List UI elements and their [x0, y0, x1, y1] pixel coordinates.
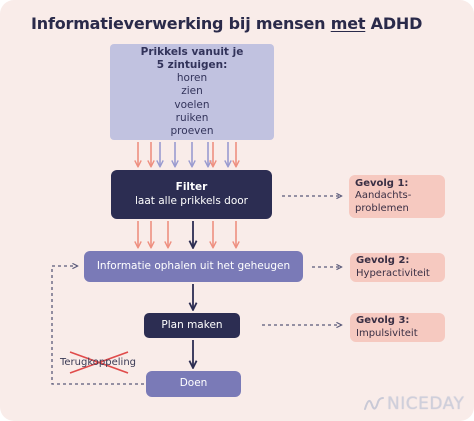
filter-box: Filter laat alle prikkels door [111, 170, 272, 219]
gevolg-3-line-1: Impulsiviteit [356, 327, 418, 339]
gevolg-1-heading: Gevolg 1: [355, 177, 409, 189]
gevolg-1-line-1: Aandachts- [355, 190, 412, 202]
stimuli-box: Prikkels vanuit je 5 zintuigen: horen zi… [110, 44, 274, 140]
stimuli-to-filter-arrows [138, 142, 236, 166]
gevolg-1-box: Gevolg 1: Aandachts- problemen [349, 175, 445, 218]
niceday-wave-icon [364, 397, 384, 410]
niceday-logo-text: NICEDAY [387, 394, 465, 414]
sense-item: horen [176, 72, 208, 85]
sense-item: zien [181, 85, 203, 98]
diagram-title: Informatieverwerking bij mensen met ADHD [31, 14, 422, 33]
title-underlined-word: met [330, 14, 366, 33]
doen-label: Doen [179, 377, 208, 390]
doen-box: Doen [146, 371, 241, 397]
memory-box: Informatie ophalen uit het geheugen [84, 251, 303, 282]
sense-item: ruiken [175, 111, 209, 124]
gevolg-3-box: Gevolg 3: Impulsiviteit [350, 313, 445, 342]
title-part-1: Informatieverwerking bij mensen [31, 14, 331, 33]
memory-label: Informatie ophalen uit het geheugen [96, 259, 291, 272]
filter-heading: Filter [175, 181, 208, 194]
gevolg-2-box: Gevolg 2: Hyperactiviteit [350, 253, 445, 282]
plan-box: Plan maken [144, 313, 240, 338]
gevolg-2-line-1: Hyperactiviteit [356, 267, 430, 279]
plan-label: Plan maken [161, 318, 223, 331]
filter-to-memory-arrows [138, 221, 236, 247]
filter-subtitle: laat alle prikkels door [134, 194, 248, 207]
niceday-logo: NICEDAY [364, 394, 464, 414]
gevolg-1-line-2: problemen [355, 202, 409, 214]
title-part-2: ADHD [365, 14, 423, 33]
sense-item: voelen [174, 98, 210, 111]
stimuli-heading-2: 5 zintuigen: [156, 59, 228, 72]
gevolg-3-heading: Gevolg 3: [356, 315, 410, 326]
feedback-label: Terugkoppeling [60, 357, 137, 368]
gevolg-2-heading: Gevolg 2: [356, 255, 410, 266]
feedback-loop-arrow [51, 266, 144, 385]
feedback-cross-out [69, 351, 129, 374]
sense-item: proeven [170, 124, 214, 137]
stimuli-heading-1: Prikkels vanuit je [140, 46, 244, 59]
